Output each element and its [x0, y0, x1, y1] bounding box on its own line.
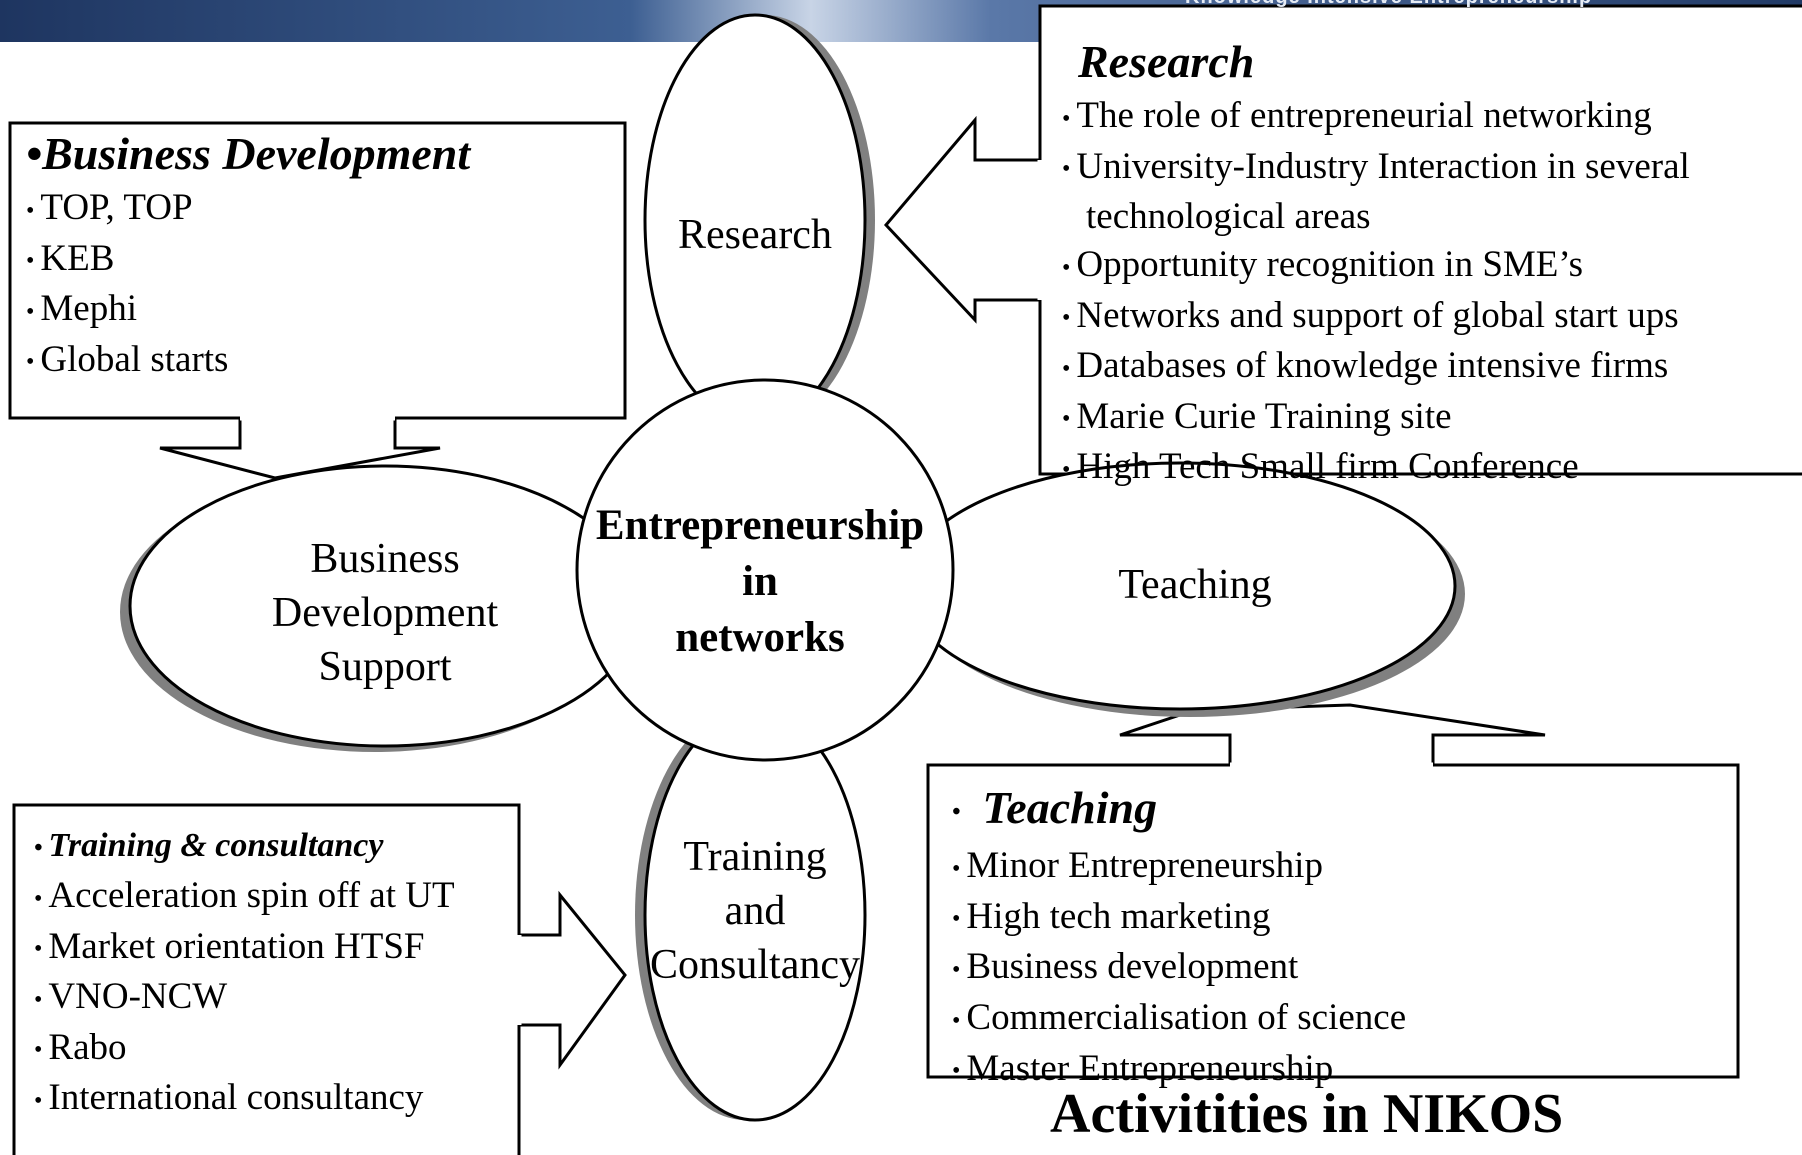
list-item: •VNO-NCW	[34, 976, 228, 1018]
page-title: Activitities in NIKOS	[1050, 1083, 1564, 1145]
list-item: •Marie Curie Training site	[1062, 395, 1452, 437]
research-box-frame	[883, 4, 1802, 476]
business-box: •Business Development •TOP, TOP •KEB •Me…	[26, 124, 470, 386]
banner-title: Knowledge Intensive Entrepreneurship	[1185, 0, 1592, 9]
center-circle	[575, 378, 955, 762]
list-item: •Commercialisation of science	[952, 996, 1407, 1038]
teaching-box-title: •Teaching	[952, 782, 1158, 833]
list-item: •Opportunity recognition in SME’s	[1062, 244, 1584, 286]
research-oval-label: Research	[678, 212, 832, 258]
teaching-box: •Teaching •Minor Entrepreneurship •High …	[952, 778, 1406, 1095]
list-item: •Business development	[952, 946, 1299, 988]
list-item: •Rabo	[34, 1026, 127, 1068]
center-label: Entrepreneurship in networks	[595, 502, 925, 661]
list-item: •The role of entrepreneurial networking	[1062, 95, 1652, 136]
training-oval-label: Training and Consultancy	[650, 834, 860, 988]
list-item: •Acceleration spin off at UT	[34, 875, 455, 917]
teaching-oval-label: Teaching	[1118, 562, 1272, 608]
list-item: •Minor Entrepreneurship	[952, 845, 1323, 887]
training-box: •Training & consultancy •Acceleration sp…	[34, 822, 455, 1125]
teaching-box-frame	[926, 703, 1740, 1079]
list-item: •Market orientation HTSF	[34, 925, 425, 967]
training-box-frame	[12, 803, 627, 1155]
list-item: •Master Entrepreneurship	[952, 1047, 1334, 1089]
list-item: •Global starts	[26, 338, 229, 380]
business-box-title: •Business Development	[26, 128, 471, 179]
list-item: •University-Industry Interaction in seve…	[1062, 145, 1690, 187]
list-item: •High tech marketing	[952, 895, 1271, 937]
business-oval-label: Business Development Support	[271, 536, 499, 690]
training-box-title: •Training & consultancy	[34, 827, 384, 864]
list-item: •Mephi	[26, 288, 138, 330]
business-box-frame	[8, 121, 627, 480]
research-box: Research •The role of entrepreneurial ne…	[1062, 32, 1690, 494]
list-item: •TOP, TOP	[26, 187, 193, 228]
research-box-title: Research	[1078, 36, 1255, 87]
list-item: •KEB	[26, 237, 115, 279]
list-item: •High Tech Small firm Conference	[1062, 446, 1579, 488]
list-item: •Databases of knowledge intensive firms	[1062, 345, 1669, 387]
list-item: •Networks and support of global start up…	[1062, 294, 1679, 336]
list-item-continuation: technological areas	[1086, 196, 1371, 238]
list-item: •International consultancy	[34, 1077, 424, 1119]
